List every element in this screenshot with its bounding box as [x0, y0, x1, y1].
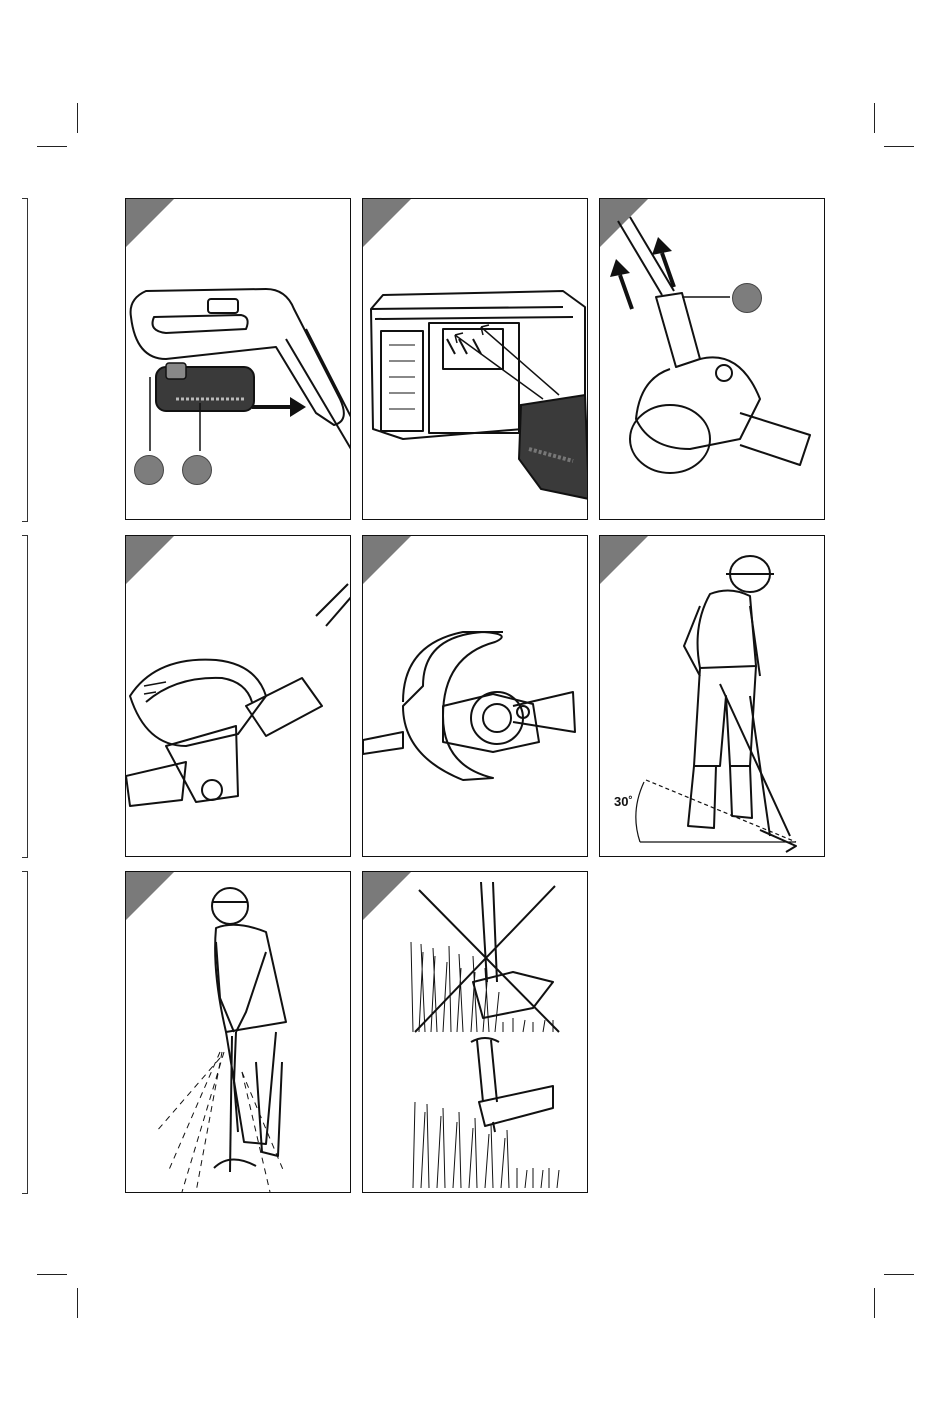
crop-mark-bottom-left-v	[77, 1288, 78, 1318]
side-fold-line-3	[27, 871, 28, 1194]
crop-mark-top-left-h	[37, 146, 67, 147]
angle-label: 30˚	[614, 794, 633, 809]
cut-grass-icon	[413, 1102, 559, 1188]
callout-marker	[732, 283, 762, 313]
crop-mark-top-right-v	[874, 103, 875, 133]
arrow-up-icon	[610, 259, 632, 309]
battery-pack-icon	[156, 363, 254, 411]
battery-pack-icon	[519, 395, 588, 499]
crop-mark-top-right-h	[884, 146, 914, 147]
figure-panel-operator-angle: 30˚	[599, 535, 825, 857]
arrow-right-icon	[252, 397, 306, 417]
side-tick	[22, 535, 28, 536]
figure-panel-operator-front	[125, 871, 351, 1193]
callout-marker	[182, 455, 212, 485]
cutting-technique-illustration	[363, 872, 588, 1193]
debris-lines-icon	[156, 1052, 284, 1192]
figure-panel-battery-charger	[362, 198, 588, 520]
operator-angle-illustration	[600, 536, 825, 857]
figure-panel-shaft-extension	[599, 198, 825, 520]
crop-mark-bottom-right-h	[884, 1274, 914, 1275]
arrow-up-icon	[652, 237, 674, 287]
charger-illustration	[363, 199, 588, 520]
figure-panel-trimmer-head-top	[362, 535, 588, 857]
trimmer-head-top-illustration	[363, 536, 588, 857]
shaft-extension-illustration	[600, 199, 825, 520]
callout-marker	[134, 455, 164, 485]
side-fold-line-2	[27, 535, 28, 858]
side-fold-line-1	[27, 198, 28, 521]
tall-grass-icon	[411, 942, 553, 1032]
insert-arrows-icon	[455, 325, 559, 399]
side-tick	[22, 871, 28, 872]
cross-out-icon	[415, 886, 559, 1032]
crop-mark-bottom-left-h	[37, 1274, 67, 1275]
trimmer-head-side-illustration	[126, 536, 351, 857]
figure-panel-cutting-technique	[362, 871, 588, 1193]
operator-front-illustration	[126, 872, 351, 1193]
figure-panel-trimmer-head-side	[125, 535, 351, 857]
crop-mark-top-left-v	[77, 103, 78, 133]
side-tick	[22, 198, 28, 199]
side-tick	[22, 857, 28, 858]
figure-panel-battery-removal	[125, 198, 351, 520]
side-tick	[22, 521, 28, 522]
crop-mark-bottom-right-v	[874, 1288, 875, 1318]
side-tick	[22, 1193, 28, 1194]
